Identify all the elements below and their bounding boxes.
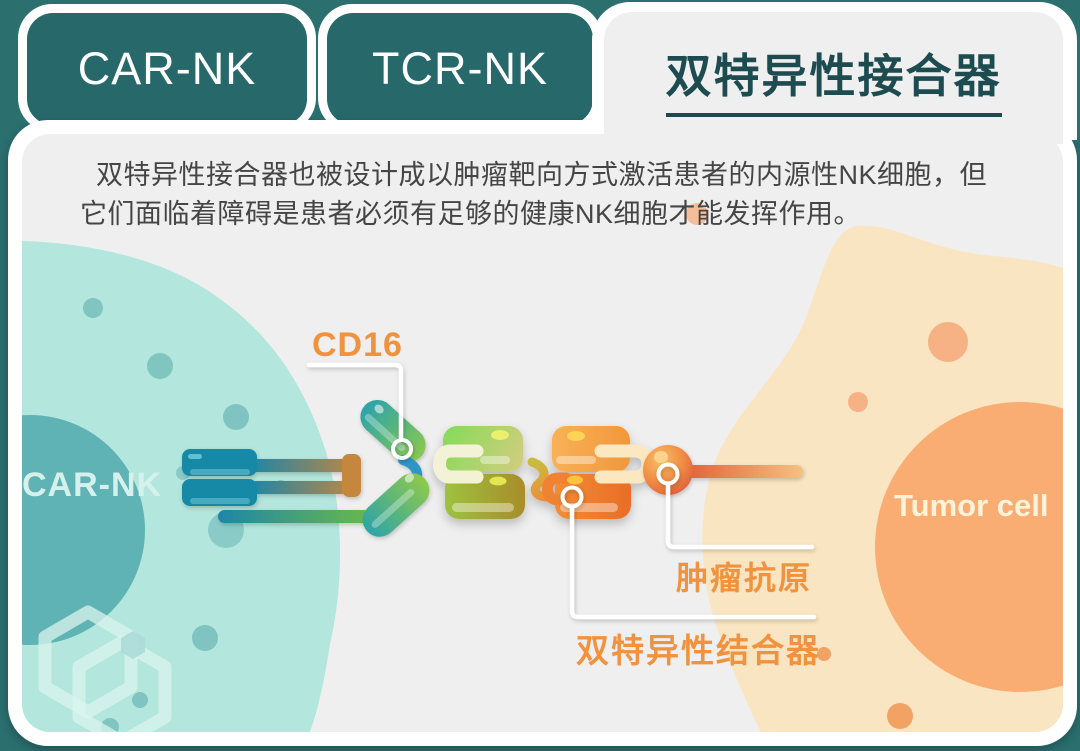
tumor-antigen bbox=[643, 445, 803, 495]
description-paragraph: 双特异性接合器也被设计成以肿瘤靶向方式激活患者的内源性NK细胞，但 它们面临着障… bbox=[80, 156, 1020, 234]
tumor-dots bbox=[686, 203, 968, 729]
binder-callout-marker bbox=[560, 485, 584, 509]
tab-car-nk[interactable]: CAR-NK bbox=[18, 4, 316, 132]
cd16-label: CD16 bbox=[312, 326, 403, 364]
description-line-2: 它们面临着障碍是患者必须有足够的健康NK细胞才能发挥作用。 bbox=[80, 199, 862, 229]
bispecific-binder-label: 双特异性结合器 bbox=[576, 632, 821, 669]
watermark-logo bbox=[38, 605, 172, 732]
description-line-1: 双特异性接合器也被设计成以肿瘤靶向方式激活患者的内源性NK细胞，但 bbox=[96, 160, 988, 190]
tab-bispecific-engager[interactable]: 双特异性接合器 bbox=[592, 2, 1077, 144]
tab-bispecific-engager-fill[interactable]: 双特异性接合器 bbox=[604, 12, 1063, 144]
panel-body: 双特异性接合器也被设计成以肿瘤靶向方式激活患者的内源性NK细胞，但 它们面临着障… bbox=[22, 134, 1063, 732]
tab-car-nk-label: CAR-NK bbox=[77, 43, 257, 94]
tumor-nucleus bbox=[875, 402, 1063, 692]
bispecific-binder bbox=[433, 426, 655, 519]
antigen-callout-line bbox=[665, 482, 815, 550]
cd16-callout-line bbox=[306, 362, 404, 441]
tumor-cell bbox=[686, 203, 1063, 732]
antigen-callout-marker bbox=[656, 462, 680, 486]
nk-cell bbox=[22, 241, 341, 732]
tumor-antigen-label: 肿瘤抗原 bbox=[676, 560, 813, 596]
tab-tcr-nk-label: TCR-NK bbox=[372, 43, 548, 94]
tab-tcr-nk[interactable]: TCR-NK bbox=[318, 4, 602, 132]
callouts bbox=[306, 362, 817, 620]
bispecific-engager-diagram bbox=[22, 203, 1063, 732]
tab-tcr-nk-fill[interactable]: TCR-NK bbox=[327, 13, 593, 125]
nk-cell-label: CAR-NK bbox=[22, 466, 163, 504]
cd16-callout-marker bbox=[391, 438, 413, 460]
binder-callout-line bbox=[569, 505, 817, 620]
car-receptor bbox=[182, 449, 370, 523]
nk-nucleus bbox=[22, 415, 145, 645]
tab-car-nk-fill[interactable]: CAR-NK bbox=[27, 13, 307, 125]
tab-bispecific-engager-label: 双特异性接合器 bbox=[665, 40, 1002, 117]
tumor-cell-label: Tumor cell bbox=[894, 488, 1049, 523]
cd16-receptor bbox=[360, 399, 430, 537]
